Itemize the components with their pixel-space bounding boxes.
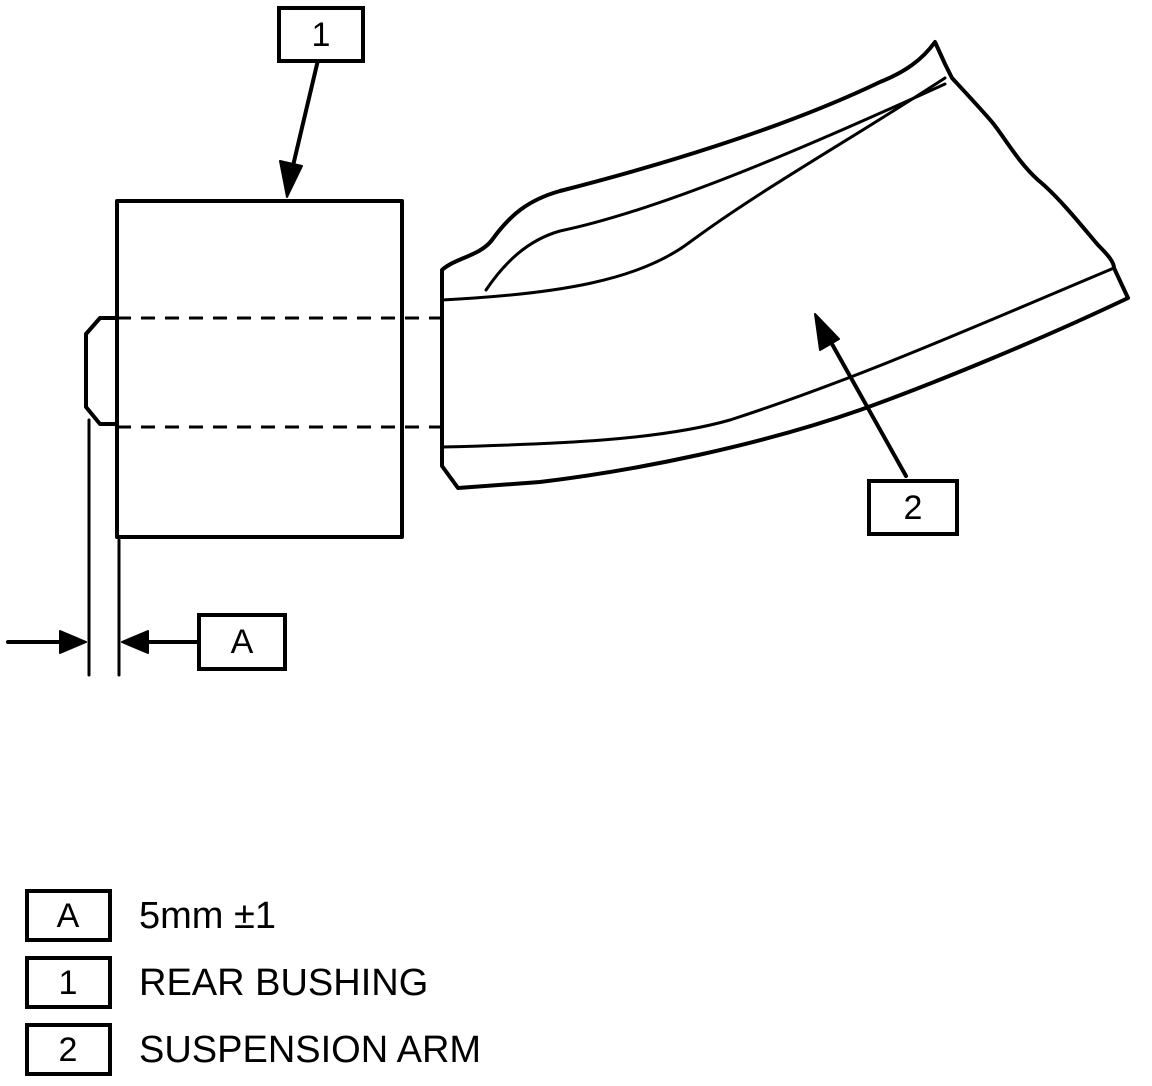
legend-row-a: A 5mm ±1 <box>25 889 276 942</box>
legend-row-1: 1 REAR BUSHING <box>25 956 428 1009</box>
bushing-lip <box>84 316 119 426</box>
legend-key-box-a <box>25 889 112 942</box>
legend-key-2: 2 <box>59 1031 78 1069</box>
bushing-body <box>115 199 404 539</box>
callout-bushing-label: 1 <box>312 16 331 54</box>
leader-line-arm <box>830 342 908 478</box>
legend-row-2: 2 SUSPENSION ARM <box>25 1023 481 1076</box>
leader-arrowhead-arm <box>814 313 840 351</box>
callout-arm-label: 2 <box>904 489 923 527</box>
callout-dimension: A <box>197 613 287 671</box>
legend-key-a: A <box>57 897 80 935</box>
callout-dimension-label: A <box>231 623 254 661</box>
dimension-arrow-right-head <box>121 630 149 654</box>
legend-key-box-1 <box>25 956 112 1009</box>
callout-dimension-box <box>197 613 287 671</box>
legend-key-1: 1 <box>59 964 78 1002</box>
rear-bushing-drawing <box>84 199 442 539</box>
arm-flange-upper <box>440 76 947 302</box>
legend-key-box-2 <box>25 1023 112 1076</box>
callout-arm: 2 <box>867 479 959 536</box>
arm-flange-lower <box>440 266 1116 449</box>
leader-arrowhead-bushing <box>279 160 303 198</box>
leader-line-bushing <box>290 58 320 172</box>
callout-arm-box <box>867 479 959 536</box>
dimension-a-drawing <box>6 418 200 677</box>
legend: A 5mm ±1 1 REAR BUSHING 2 SUSPENSION ARM <box>25 889 481 1076</box>
callout-bushing: 1 <box>277 6 365 63</box>
arm-flange-inner <box>484 82 947 292</box>
callout-bushing-box <box>277 6 365 63</box>
legend-text-1: REAR BUSHING <box>139 962 428 1004</box>
suspension-arm-drawing <box>440 40 1130 490</box>
arm-outline <box>440 40 1130 490</box>
legend-text-a: 5mm ±1 <box>139 895 276 937</box>
legend-text-2: SUSPENSION ARM <box>139 1029 481 1071</box>
dimension-arrow-left-head <box>59 630 87 654</box>
leader-arrows <box>279 58 908 478</box>
